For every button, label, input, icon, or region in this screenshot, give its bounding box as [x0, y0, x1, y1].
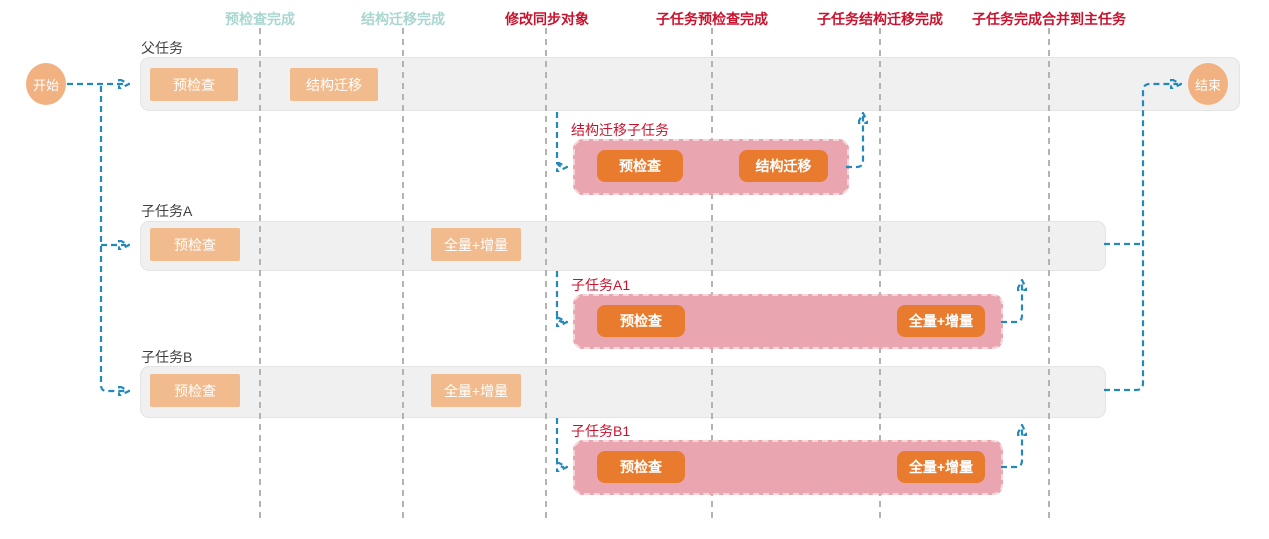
step-a-precheck: 预检查	[150, 228, 240, 261]
subtask-label-a1: 子任务A1	[571, 277, 631, 293]
arrow-start-to-subtask-b	[99, 86, 126, 391]
step-a-full-incr: 全量+增量	[431, 228, 521, 261]
milestone-label-sub-structure-done: 子任务结构迁移完成	[817, 11, 943, 27]
milestone-line-sub-merged	[1048, 28, 1050, 520]
end-node: 结束	[1188, 63, 1228, 105]
arrow-merge-to-end	[1104, 84, 1178, 392]
step-parent-structure: 结构迁移	[290, 68, 378, 101]
subtask-label-structure-migration: 结构迁移子任务	[571, 122, 669, 138]
milestone-line-modify-objects	[545, 28, 547, 520]
start-node: 开始	[26, 63, 66, 105]
arrow-parent-to-structure-subtask	[557, 112, 564, 167]
lane-subtask-a	[140, 221, 1106, 271]
milestone-label-modify-objects: 修改同步对象	[505, 11, 589, 27]
arrow-subtask-b-to-b1	[557, 418, 564, 467]
step-b-precheck: 预检查	[150, 374, 240, 407]
step-b-full-incr: 全量+增量	[431, 374, 521, 407]
milestone-line-precheck-done	[259, 28, 261, 520]
step-a1-precheck: 预检查	[597, 305, 685, 337]
milestone-label-sub-precheck-done: 子任务预检查完成	[656, 11, 768, 27]
milestone-label-structure-done: 结构迁移完成	[361, 11, 445, 27]
lane-label-parent: 父任务	[141, 40, 183, 56]
arrow-a1-to-subtask-a	[1001, 283, 1022, 324]
step-b1-full-incr: 全量+增量	[897, 451, 985, 483]
subtask-label-b1: 子任务B1	[571, 423, 631, 439]
step-sm-structure: 结构迁移	[739, 150, 828, 182]
arrow-b1-to-subtask-b	[1001, 428, 1022, 469]
step-sm-precheck: 预检查	[597, 150, 683, 182]
milestone-label-precheck-done: 预检查完成	[225, 11, 295, 27]
milestone-line-sub-precheck-done	[711, 28, 713, 520]
step-parent-precheck: 预检查	[150, 68, 238, 101]
milestone-line-sub-structure-done	[879, 28, 881, 520]
lane-label-subtask-a: 子任务A	[141, 203, 193, 219]
arrow-subtask-a-to-a1	[557, 271, 564, 322]
step-a1-full-incr: 全量+增量	[897, 305, 985, 337]
milestone-line-structure-done	[402, 28, 404, 520]
step-b1-precheck: 预检查	[597, 451, 685, 483]
lane-subtask-b	[140, 366, 1106, 418]
milestone-label-sub-merged: 子任务完成合并到主任务	[972, 11, 1126, 27]
lane-label-subtask-b: 子任务B	[141, 349, 193, 365]
